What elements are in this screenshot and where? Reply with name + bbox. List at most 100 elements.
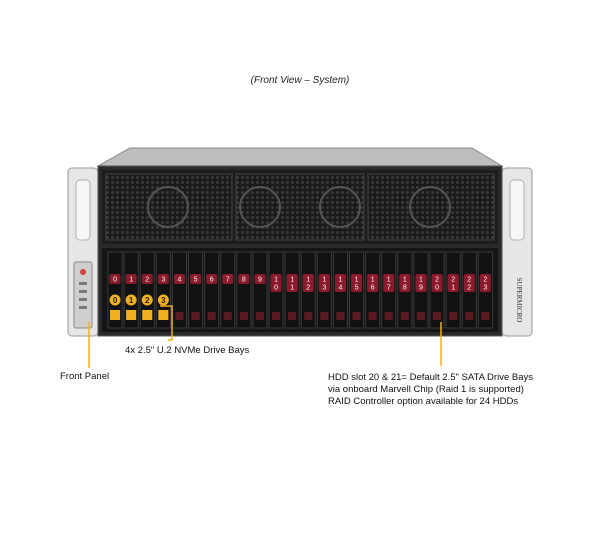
bay-number-badge [222,274,234,284]
fan-icon [239,186,281,228]
bay-number-label: 0 [113,277,117,284]
front-panel-label: Front Panel [60,371,110,382]
bay-number-label: 1 [419,277,423,284]
bay-number-badge [206,274,218,284]
fan-grille-1 [105,173,233,241]
bay-number-label: 2 [145,277,149,284]
drive-bay: 20 [429,251,445,329]
nvme-tray-tab [142,310,153,320]
bay-number-badge [109,274,121,284]
drive-bay: 5 [188,251,204,329]
drive-tray [252,251,268,329]
drive-bay: 8 [236,251,252,329]
bay-number-label: 3 [322,285,326,292]
bay-number-label: 2 [451,277,455,284]
bay-number-label: 5 [355,285,359,292]
bay-number-label: 3 [483,285,487,292]
bay-latch [304,312,313,320]
bay-latch [207,312,216,320]
nvme-marker-label: 3 [161,296,166,305]
fan-grille-2 [235,173,365,241]
nvme-marker-label: 1 [129,296,134,305]
bay-latch [433,312,442,320]
bay-number-badge [173,274,185,284]
bay-latch [400,312,409,320]
bay-number-label: 7 [387,285,391,292]
bay-number-label: 0 [274,285,278,292]
brand-logo: SUPERMICRO [515,278,523,323]
bay-number-label: 4 [338,285,342,292]
drive-tray [139,251,155,329]
bay-number-badge [367,274,379,292]
drive-tray [236,251,252,329]
bay-number-label: 9 [419,285,423,292]
bay-latch [288,312,297,320]
drive-bay: 18 [397,251,413,329]
drive-tray [171,251,187,329]
fan-grille-3 [367,173,495,241]
bay-number-label: 2 [435,277,439,284]
bay-number-label: 1 [274,277,278,284]
bay-number-label: 8 [242,277,246,284]
drive-bay: 6 [204,251,220,329]
bay-latch [368,312,377,320]
bay-number-badge [415,274,427,292]
nvme-marker [109,294,121,306]
bay-number-label: 2 [467,285,471,292]
drive-bay: 22 [461,251,477,329]
status-led-icon [79,298,87,301]
bay-number-label: 1 [322,277,326,284]
bay-latch [336,312,345,320]
bay-latch [191,312,200,320]
bay-number-label: 3 [161,277,165,284]
hdd-note: HDD slot 20 & 21= Default 2.5" SATA Driv… [328,372,533,408]
bay-number-label: 7 [226,277,230,284]
fan-icon [319,186,361,228]
drive-bay: 19 [413,251,429,329]
bay-number-badge [351,274,363,292]
bay-number-badge [238,274,250,284]
drive-bay: 11 [123,251,139,329]
drive-bay: 14 [332,251,348,329]
drive-bay: 16 [365,251,381,329]
bay-number-badge [383,274,395,292]
drive-bay: 10 [268,251,284,329]
nvme-tray-tab [126,310,137,320]
drive-bay: 7 [220,251,236,329]
bay-number-label: 1 [371,277,375,284]
nvme-bays-label: 4x 2.5" U.2 NVMe Drive Bays [125,345,250,356]
drive-bay: 15 [349,251,365,329]
bay-number-badge [270,274,282,292]
bay-number-badge [302,274,314,292]
bay-latch [255,312,264,320]
nvme-marker [141,294,153,306]
drive-bay: 11 [284,251,300,329]
chassis-top [96,147,504,167]
bay-number-badge [399,274,411,292]
drive-bay: 17 [381,251,397,329]
bay-latch [416,312,425,320]
bay-latch [352,312,361,320]
bay-latch [481,312,490,320]
bay-latch [320,312,329,320]
bay-number-label: 6 [210,277,214,284]
drive-bay: 13 [316,251,332,329]
bay-latch [465,312,474,320]
status-led-icon [79,306,87,309]
drive-bay: 4 [171,251,187,329]
drive-bay: 9 [252,251,268,329]
bay-number-label: 1 [355,277,359,284]
bay-latch [223,312,232,320]
drive-bay: 23 [477,251,493,329]
figure-caption: (Front View – System) [250,75,350,86]
bay-number-label: 4 [177,277,181,284]
bay-latch [384,312,393,320]
bay-number-label: 6 [371,285,375,292]
drive-bay: 00 [107,251,123,329]
nvme-tray-tab [158,310,169,320]
bay-number-badge [431,274,443,292]
nvme-marker-label: 2 [145,296,150,305]
fan-icon [409,186,451,228]
bay-number-label: 1 [306,277,310,284]
drive-bay: 21 [445,251,461,329]
